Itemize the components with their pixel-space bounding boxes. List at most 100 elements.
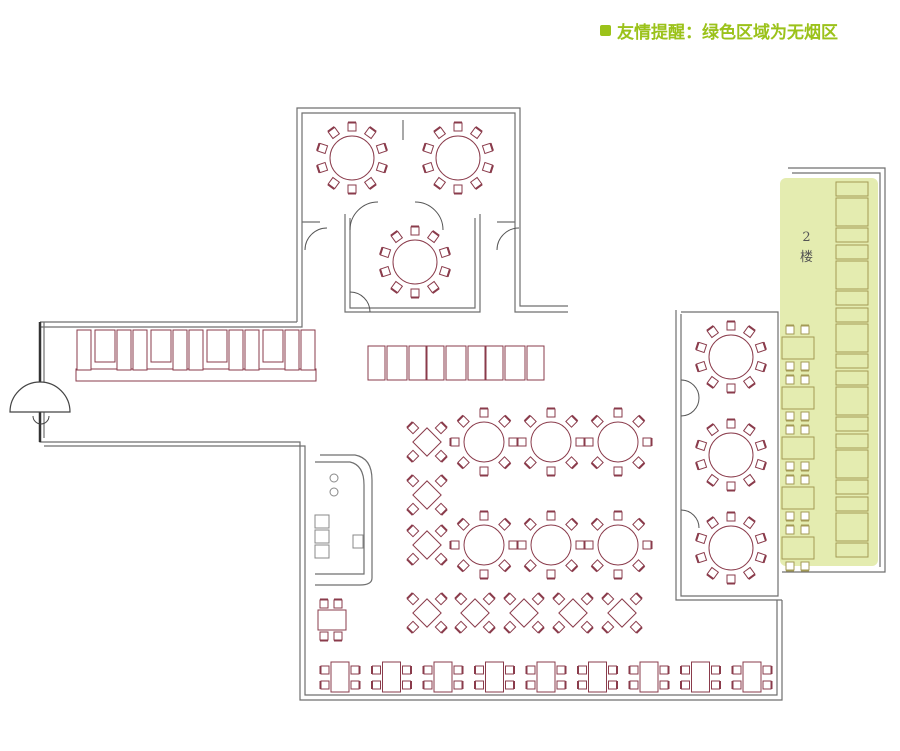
chair-seat [591, 415, 604, 428]
booth-table [206, 329, 228, 363]
chair-seat [450, 540, 460, 550]
chair-seat [629, 680, 639, 690]
chair [508, 437, 519, 447]
chair [406, 620, 420, 634]
chair-seat [591, 456, 604, 469]
table-top [607, 598, 637, 628]
chair [410, 225, 420, 236]
booth-seat [835, 416, 869, 432]
chair-seat [732, 665, 742, 675]
chair-seat [453, 184, 463, 194]
chair-back [586, 626, 594, 634]
chair-seat [479, 569, 489, 579]
chair [319, 665, 330, 675]
booth-seat [116, 329, 132, 371]
chair [726, 511, 736, 522]
chair [508, 540, 519, 550]
chair [706, 375, 720, 389]
smoke-free-booth [835, 244, 869, 306]
smoke-free-booth [835, 433, 869, 495]
chair-back [762, 532, 767, 542]
smoke-free-booth [835, 370, 869, 432]
chair-back [369, 126, 377, 133]
chair [580, 620, 594, 634]
chair-seat [402, 680, 411, 690]
chair-back [638, 462, 646, 470]
chair-seat [601, 592, 615, 606]
chair-seat [629, 665, 639, 675]
chair-seat [578, 680, 587, 690]
chair-back [523, 517, 531, 525]
chair [742, 566, 756, 580]
chair [575, 540, 586, 550]
chair-seat [601, 620, 615, 634]
chair [785, 324, 795, 335]
chair [390, 280, 404, 294]
chair-seat [482, 620, 496, 634]
chair-seat [552, 592, 566, 606]
wall [44, 445, 778, 696]
chair [711, 665, 721, 675]
square-table [406, 421, 448, 463]
chair [390, 230, 404, 244]
chair [525, 680, 536, 690]
chair [706, 473, 720, 487]
wall [792, 172, 881, 567]
chair-back [390, 287, 398, 294]
chair [456, 456, 470, 470]
chair-seat [552, 620, 566, 634]
chair [800, 461, 810, 472]
chair-seat [333, 599, 343, 609]
table-top [597, 421, 639, 463]
chair [742, 423, 756, 437]
chair [577, 665, 587, 675]
chair [628, 680, 639, 690]
chair [580, 592, 594, 606]
chair [754, 458, 767, 471]
chair-back [635, 626, 643, 634]
booth-seat [835, 227, 869, 243]
square-table [454, 592, 496, 634]
chair-seat [785, 325, 795, 335]
chair-back [748, 480, 756, 487]
chair [680, 665, 690, 675]
table-top [392, 239, 438, 285]
bar-sink [329, 473, 339, 483]
booth-table [150, 329, 172, 363]
chair-back [489, 142, 494, 152]
bar-stool [314, 514, 330, 529]
chair-seat [546, 408, 556, 418]
round-table [449, 510, 519, 580]
table-top [708, 432, 754, 478]
chair-seat [584, 437, 594, 447]
chair-back [446, 246, 451, 256]
chair-seat [800, 525, 810, 535]
chair [642, 540, 653, 550]
chair [800, 474, 810, 485]
chair-seat [711, 680, 720, 690]
chair [449, 540, 460, 550]
chair [800, 561, 810, 572]
chair [800, 511, 810, 522]
smoke-free-notice: 友情提醒：绿色区域为无烟区 [600, 18, 838, 43]
chair [523, 456, 537, 470]
square-table [552, 592, 594, 634]
chair [422, 665, 433, 675]
chair-seat [524, 559, 537, 572]
chair-back [406, 558, 414, 566]
chair [590, 559, 604, 573]
chair [552, 620, 566, 634]
chair-back [503, 626, 511, 634]
chair [363, 126, 377, 140]
chair-seat [410, 226, 420, 236]
chair-seat [642, 437, 652, 447]
chair [680, 680, 690, 690]
chair-back [695, 363, 700, 373]
chair [498, 559, 512, 573]
chair [531, 620, 545, 634]
chair-back [706, 382, 714, 389]
smoke-free-booth [835, 496, 869, 558]
chair [695, 532, 708, 545]
chair [474, 680, 484, 690]
